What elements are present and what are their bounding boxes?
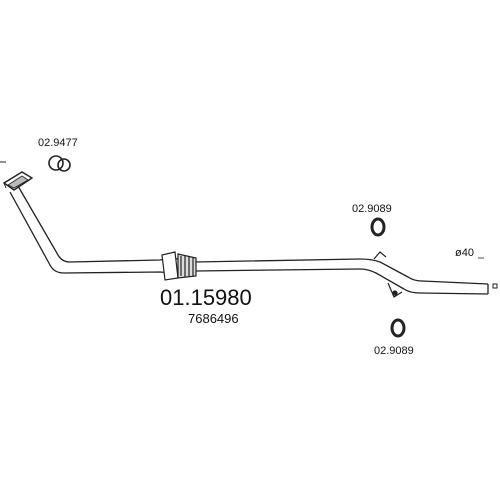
rubber-ring-top-icon (370, 217, 386, 237)
hanger-bracket-bottom (387, 282, 403, 298)
oem-number: 7686496 (188, 311, 239, 326)
rubber-ring-bottom-label: 02.9089 (374, 345, 414, 357)
pipe-diameter-label: ø40 (455, 247, 474, 259)
right-edge-marker (492, 283, 498, 289)
gasket-icon (48, 155, 71, 172)
inlet-flange (2, 171, 34, 191)
flex-joint (161, 251, 197, 281)
rubber-ring-top-label: 02.9089 (352, 203, 392, 215)
main-part-number: 01.15980 (160, 285, 252, 310)
front-pipe (9, 185, 489, 295)
gasket-part-label: 02.9477 (38, 137, 78, 149)
rubber-ring-bottom-icon (390, 318, 406, 338)
hanger-bracket-top (373, 251, 387, 260)
